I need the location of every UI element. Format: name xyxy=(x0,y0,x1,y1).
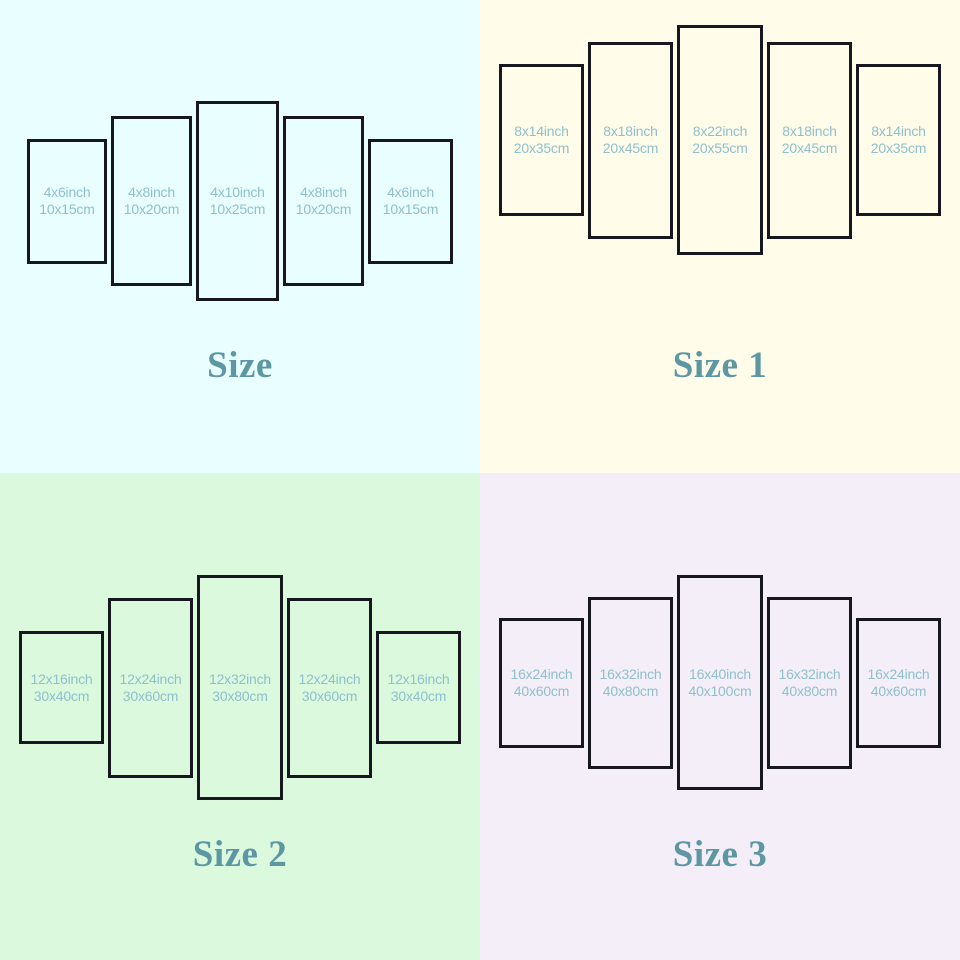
canvas-panel[interactable]: 16x24inch 40x60cm xyxy=(856,617,941,748)
panel-size-inch: 12x32inch xyxy=(208,670,272,687)
panel-label: 8x18inch 20x45cm xyxy=(781,123,838,157)
size-option-title: Size 2 xyxy=(192,834,288,875)
panel-size-cm: 10x15cm xyxy=(382,201,439,217)
panel-size-cm: 10x15cm xyxy=(39,201,95,217)
panel-size-cm: 20x35cm xyxy=(513,140,570,156)
panel-label: 4x6inch 10x15cm xyxy=(382,184,439,218)
panel-size-cm: 10x20cm xyxy=(123,201,180,217)
panel-label: 16x40inch 40x100cm xyxy=(689,666,752,700)
panel-size-cm: 40x80cm xyxy=(781,682,838,699)
panel-size-inch: 4x6inch xyxy=(43,184,91,200)
panel-size-cm: 30x60cm xyxy=(301,687,358,704)
panel-size-inch: 12x24inch xyxy=(298,670,361,687)
canvas-panel[interactable]: 4x8inch 10x20cm xyxy=(283,116,364,286)
panel-size-cm: 20x45cm xyxy=(781,140,838,156)
canvas-panel[interactable]: 8x18inch 20x45cm xyxy=(588,41,673,239)
panel-label: 8x14inch 20x35cm xyxy=(870,123,927,157)
canvas-panel-group: 16x24inch 40x60cm 16x32inch 40x80cm 16x4… xyxy=(480,575,960,790)
panel-label: 8x22inch 20x55cm xyxy=(692,123,748,157)
size-option-title: Size 3 xyxy=(672,834,768,875)
panel-size-inch: 12x16inch xyxy=(387,670,450,687)
panel-size-cm: 10x20cm xyxy=(295,201,352,217)
panel-size-inch: 4x10inch xyxy=(210,184,265,200)
canvas-panel[interactable]: 8x14inch 20x35cm xyxy=(856,64,941,216)
canvas-panel[interactable]: 16x32inch 40x80cm xyxy=(767,596,852,769)
panel-label: 16x24inch 40x60cm xyxy=(510,666,572,700)
panel-label: 4x8inch 10x20cm xyxy=(123,184,180,218)
panel-size-cm: 40x60cm xyxy=(870,682,927,699)
panel-size-inch: 12x24inch xyxy=(119,670,182,687)
panel-size-inch: 8x18inch xyxy=(782,123,837,139)
size-option-title: Size xyxy=(207,345,273,386)
size-option-panel-size-2[interactable]: 12x16inch 30x40cm 12x24inch 30x60cm 12x3… xyxy=(0,473,480,960)
panel-label: 4x10inch 10x25cm xyxy=(209,184,266,218)
canvas-panel[interactable]: 16x24inch 40x60cm xyxy=(499,617,584,748)
panel-size-inch: 4x8inch xyxy=(128,184,175,200)
panel-size-cm: 30x40cm xyxy=(33,687,90,704)
panel-size-inch: 12x16inch xyxy=(30,670,93,687)
panel-size-inch: 8x22inch xyxy=(692,123,748,139)
panel-size-inch: 4x6inch xyxy=(387,184,434,200)
panel-size-cm: 20x55cm xyxy=(692,140,748,156)
canvas-panel[interactable]: 4x8inch 10x20cm xyxy=(111,116,192,286)
canvas-panel[interactable]: 12x24inch 30x60cm xyxy=(108,597,193,778)
panel-label: 8x14inch 20x35cm xyxy=(513,123,570,157)
panel-size-inch: 16x32inch xyxy=(778,665,841,682)
canvas-panel-group: 8x14inch 20x35cm 8x18inch 20x45cm 8x22in… xyxy=(480,25,960,255)
panel-size-inch: 16x24inch xyxy=(867,665,930,682)
canvas-panel[interactable]: 12x16inch 30x40cm xyxy=(376,631,461,744)
panel-size-cm: 20x45cm xyxy=(602,140,659,156)
canvas-panel[interactable]: 4x6inch 10x15cm xyxy=(368,138,453,264)
panel-size-cm: 40x100cm xyxy=(688,682,752,699)
panel-label: 12x24inch 30x60cm xyxy=(119,671,181,705)
panel-size-inch: 16x40inch xyxy=(688,665,752,682)
panel-label: 16x32inch 40x80cm xyxy=(599,666,661,700)
canvas-panel[interactable]: 8x18inch 20x45cm xyxy=(767,41,852,239)
panel-size-inch: 8x14inch xyxy=(871,123,926,139)
canvas-panel[interactable]: 12x32inch 30x80cm xyxy=(197,575,283,800)
size-option-panel-size-3[interactable]: 16x24inch 40x60cm 16x32inch 40x80cm 16x4… xyxy=(480,473,960,960)
panel-label: 16x32inch 40x80cm xyxy=(778,666,840,700)
panel-size-cm: 30x40cm xyxy=(390,687,447,704)
panel-size-cm: 30x80cm xyxy=(212,687,268,704)
canvas-panel[interactable]: 4x6inch 10x15cm xyxy=(27,138,107,264)
canvas-panel[interactable]: 8x22inch 20x55cm xyxy=(677,25,763,255)
panel-size-cm: 10x25cm xyxy=(209,201,266,217)
panel-label: 16x24inch 40x60cm xyxy=(867,666,929,700)
panel-label: 4x8inch 10x20cm xyxy=(295,184,352,218)
panel-size-cm: 40x80cm xyxy=(602,682,659,699)
panel-size-cm: 40x60cm xyxy=(513,682,570,699)
panel-size-cm: 30x60cm xyxy=(122,687,179,704)
panel-label: 12x32inch 30x80cm xyxy=(209,671,271,705)
canvas-panel-group: 12x16inch 30x40cm 12x24inch 30x60cm 12x3… xyxy=(0,575,480,800)
panel-size-inch: 8x18inch xyxy=(603,123,658,139)
panel-size-inch: 8x14inch xyxy=(514,123,569,139)
panel-size-inch: 16x32inch xyxy=(599,665,662,682)
canvas-panel[interactable]: 8x14inch 20x35cm xyxy=(499,64,584,216)
canvas-panel[interactable]: 16x32inch 40x80cm xyxy=(588,596,673,769)
panel-label: 8x18inch 20x45cm xyxy=(602,123,659,157)
canvas-panel[interactable]: 12x24inch 30x60cm xyxy=(287,597,372,778)
panel-size-inch: 16x24inch xyxy=(510,665,573,682)
panel-label: 12x16inch 30x40cm xyxy=(387,671,449,705)
canvas-panel[interactable]: 12x16inch 30x40cm xyxy=(19,631,104,744)
panel-label: 12x24inch 30x60cm xyxy=(298,671,360,705)
panel-label: 4x6inch 10x15cm xyxy=(39,184,95,218)
panel-label: 12x16inch 30x40cm xyxy=(30,671,92,705)
size-option-panel-size-1[interactable]: 8x14inch 20x35cm 8x18inch 20x45cm 8x22in… xyxy=(480,0,960,473)
panel-size-cm: 20x35cm xyxy=(870,140,927,156)
canvas-panel-group: 4x6inch 10x15cm 4x8inch 10x20cm 4x10inch… xyxy=(0,101,480,301)
panel-size-inch: 4x8inch xyxy=(300,184,347,200)
size-option-panel-size[interactable]: 4x6inch 10x15cm 4x8inch 10x20cm 4x10inch… xyxy=(0,0,480,473)
canvas-panel[interactable]: 16x40inch 40x100cm xyxy=(677,575,763,790)
size-option-title: Size 1 xyxy=(672,345,768,386)
canvas-panel[interactable]: 4x10inch 10x25cm xyxy=(196,101,279,301)
